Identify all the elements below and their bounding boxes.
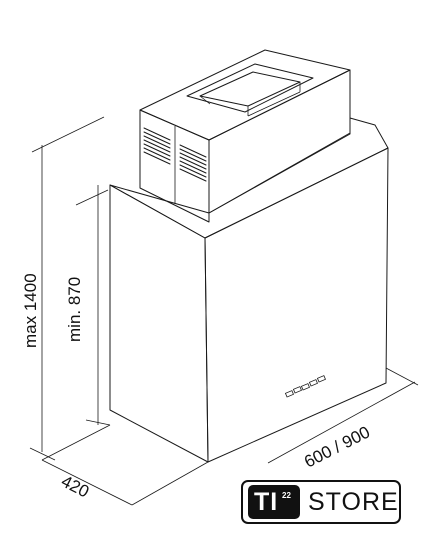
- control-buttons: [284, 375, 326, 398]
- motor-unit: [139, 49, 351, 223]
- width-label: 600 / 900: [301, 422, 373, 471]
- motor-top-face: [139, 49, 351, 141]
- hood-front-face: [109, 184, 209, 463]
- logo-superscript: 22: [282, 491, 291, 500]
- vent-right: [179, 144, 207, 182]
- depth-line: [41, 459, 133, 506]
- ti-store-logo: TI 22 STORE: [241, 480, 401, 524]
- width-line: [267, 381, 416, 464]
- max-height-label: max 1400: [21, 273, 40, 348]
- ti-logo-mark: TI 22: [248, 485, 300, 519]
- logo-store-text: STORE: [308, 487, 399, 516]
- outlet-frame: [186, 63, 314, 113]
- motor-front-face: [139, 109, 210, 223]
- depth-label: 420: [58, 472, 92, 502]
- motor-side-face: [208, 69, 351, 214]
- min-height-label: min. 870: [65, 277, 84, 342]
- hood-side-face: [204, 147, 389, 463]
- vent-left: [143, 127, 171, 165]
- dimension-lines: [29, 116, 419, 506]
- logo-ti-text: TI: [254, 487, 279, 516]
- hood-body: [109, 117, 389, 463]
- outlet-opening: [199, 71, 301, 107]
